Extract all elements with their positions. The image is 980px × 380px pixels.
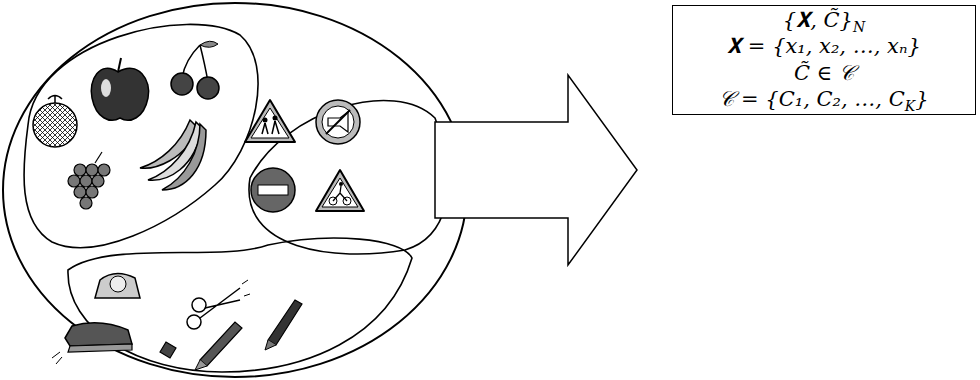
stapler-icon	[52, 323, 132, 364]
pens-icon-part	[160, 342, 176, 358]
pens-icon-part	[265, 340, 276, 350]
banana-icon-part	[162, 124, 206, 190]
cyclists-sign-part	[339, 182, 343, 186]
stapler-icon-part	[52, 352, 62, 364]
cyclists-sign-part	[322, 178, 358, 207]
no-horn-sign-part	[316, 100, 360, 144]
scissors-icon	[187, 280, 250, 329]
apple-icon-part	[91, 68, 148, 120]
formula-text: {𝐗, C̃}	[783, 9, 853, 32]
cherries-icon-part	[171, 73, 193, 95]
children-crossing-sign-part	[262, 121, 279, 134]
tape-dispenser-icon-part	[95, 273, 140, 298]
formula-line: {𝐗, C̃}N	[783, 9, 865, 32]
cyclists-sign-part	[316, 170, 364, 211]
grapes-icon-part	[95, 152, 102, 163]
formula-line: C̃ ∈ 𝒞	[794, 62, 854, 85]
tape-dispenser-icon	[95, 273, 140, 298]
pens-icon-part	[195, 360, 207, 370]
pens-icon-part	[268, 300, 302, 345]
children-crossing-sign-part	[263, 118, 268, 123]
grapes-icon-part	[92, 175, 104, 187]
universe-circle	[3, 3, 467, 377]
grapes-icon-part	[80, 197, 92, 209]
pens-icon-part	[200, 322, 242, 366]
no-entry-sign-part	[251, 168, 295, 212]
no-horn-sign-part	[326, 110, 350, 134]
apple-icon	[91, 58, 148, 120]
grapes-icon	[68, 152, 110, 209]
formula-text: 𝐗 = {x₁, x₂, …, xₙ}	[727, 35, 921, 58]
cyclists-sign	[316, 170, 364, 211]
no-horn-sign-part	[322, 106, 354, 138]
grapes-icon-part	[80, 175, 92, 187]
pens-icon	[160, 300, 302, 370]
no-horn-sign	[316, 100, 360, 144]
melon-icon-part	[33, 103, 77, 147]
grapes-icon-part	[74, 186, 86, 198]
formula-line: 𝐗 = {x₁, x₂, …, xₙ}	[727, 35, 921, 58]
no-entry-sign-part	[258, 185, 288, 195]
cherries-icon-part	[200, 41, 218, 47]
office-group-outline	[68, 238, 412, 372]
grapes-icon-part	[86, 186, 98, 198]
formula-subscript: K	[905, 99, 915, 114]
stapler-icon-part	[68, 344, 132, 352]
cherries-icon-part	[197, 77, 219, 99]
grapes-icon-part	[68, 175, 80, 187]
formula-text: }	[915, 88, 928, 111]
melon-icon	[33, 95, 77, 147]
formula-text: 𝒞 = {C₁, C₂, …, C	[719, 88, 904, 111]
grapes-icon-part	[98, 164, 110, 176]
sign-group-outline	[249, 100, 448, 254]
apple-icon-part	[118, 58, 121, 72]
scissors-icon-part	[187, 315, 201, 329]
block-arrow	[435, 75, 637, 265]
children-crossing-sign-part	[245, 100, 295, 142]
children-crossing-sign-part	[251, 108, 289, 138]
tape-dispenser-icon-part	[110, 276, 126, 292]
fruit-group-outline	[24, 24, 258, 247]
apple-icon-part	[101, 79, 111, 97]
children-crossing-sign	[245, 100, 295, 142]
grapes-icon-part	[86, 164, 98, 176]
no-entry-sign	[251, 168, 295, 212]
formula-line: 𝒞 = {C₁, C₂, …, CK}	[719, 88, 928, 111]
formula-subscript: N	[853, 20, 865, 35]
formula-box: {𝐗, C̃}N𝐗 = {x₁, x₂, …, xₙ}C̃ ∈ 𝒞𝒞 = {C₁…	[672, 5, 976, 115]
scissors-icon-part	[192, 298, 206, 312]
formula-text: C̃ ∈ 𝒞	[794, 62, 854, 85]
grapes-icon-part	[74, 164, 86, 176]
cherries-icon	[171, 41, 219, 99]
cyclists-sign-part	[333, 186, 347, 201]
children-crossing-sign-part	[273, 116, 278, 121]
stapler-icon-part	[65, 323, 132, 346]
scissors-icon-part	[242, 280, 250, 296]
melon-icon-part	[48, 95, 62, 103]
banana-icon	[140, 120, 206, 190]
